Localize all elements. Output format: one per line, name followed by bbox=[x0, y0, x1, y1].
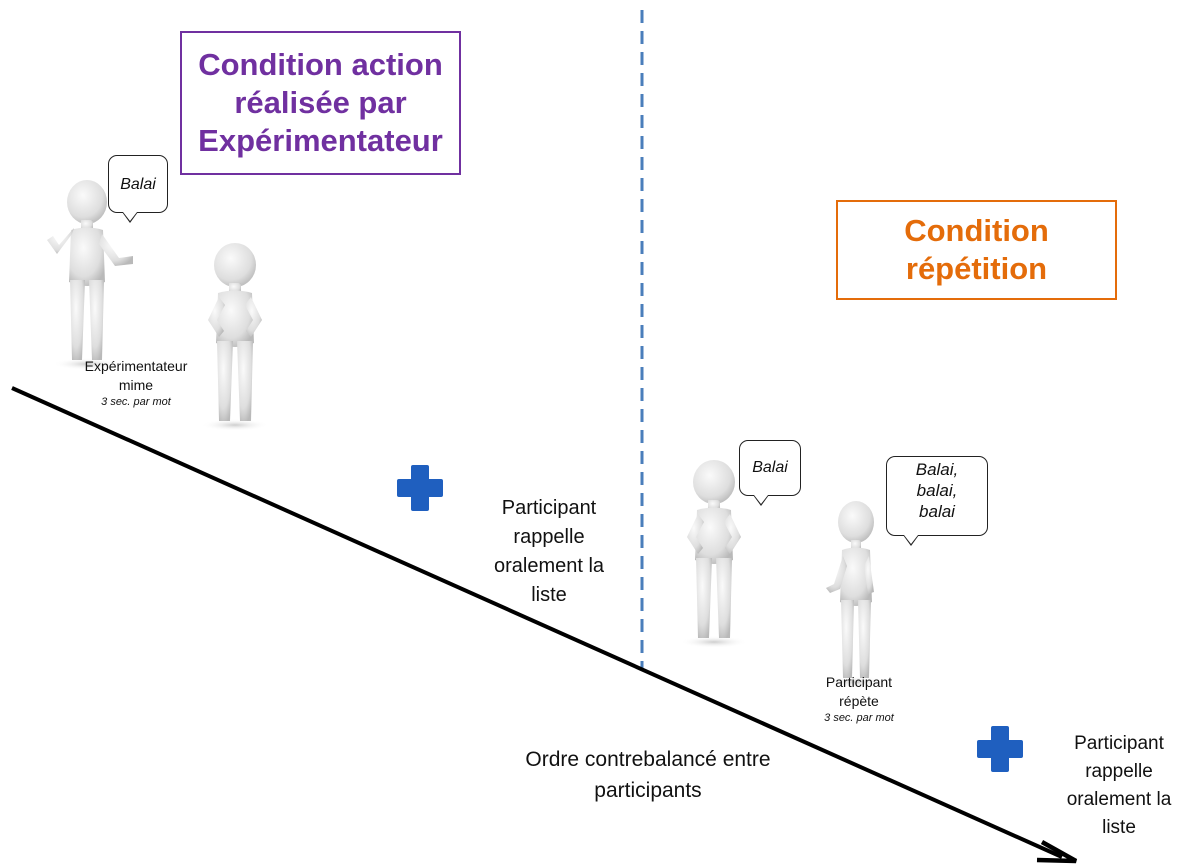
plus-icon bbox=[977, 726, 1023, 772]
experimenter-rate: 3 sec. par mot bbox=[101, 396, 171, 408]
recall-2-line-3: oralement la bbox=[1066, 789, 1172, 810]
recall-2-line-2: rappelle bbox=[1085, 761, 1153, 782]
condition-repetition-line-2: répétition bbox=[905, 251, 1048, 286]
recall-step-1: Participant rappelle oralement la liste bbox=[474, 494, 624, 610]
experimenter-caption: Expérimentateur mime 3 sec. par mot bbox=[56, 357, 216, 410]
recall-1-line-2: rappelle bbox=[513, 526, 585, 548]
plus-icon bbox=[397, 465, 443, 511]
speech-word: Balai bbox=[752, 459, 788, 476]
timeline-arrowhead bbox=[1036, 840, 1078, 864]
condition-repetition-line-1: Condition bbox=[904, 213, 1049, 248]
counterbalance-note: Ordre contrebalancé entre participants bbox=[468, 744, 828, 806]
recall-1-line-3: oralement la bbox=[493, 555, 605, 577]
counterbalance-line-1: Ordre contrebalancé entre bbox=[525, 748, 771, 771]
participant-rate: 3 sec. par mot bbox=[824, 712, 894, 724]
participant-caption: Participant répète 3 sec. par mot bbox=[793, 673, 925, 726]
speech-word: Balai bbox=[120, 176, 156, 193]
recall-1-line-1: Participant bbox=[501, 497, 597, 519]
timeline-arrow-line bbox=[11, 386, 1063, 859]
speech-word-2: balai, bbox=[916, 481, 958, 500]
participant-figure-icon-2 bbox=[680, 460, 748, 648]
participant-figure-icon-3 bbox=[826, 501, 886, 688]
speech-word-3: balai bbox=[919, 502, 955, 521]
experimenter-speech-bubble: Balai bbox=[108, 155, 168, 223]
condition-repetition-box: Condition répétition bbox=[836, 200, 1117, 300]
experimenter-caption-line-2: mime bbox=[118, 377, 154, 393]
counterbalance-line-2: participants bbox=[594, 779, 702, 802]
condition-action-box: Condition action réalisée par Expériment… bbox=[180, 31, 461, 175]
participant-caption-line-2: répète bbox=[839, 693, 879, 709]
speech-word-1: Balai, bbox=[915, 460, 959, 479]
recall-1-line-4: liste bbox=[531, 584, 567, 606]
recall-2-line-1: Participant bbox=[1074, 733, 1164, 754]
condition-action-line-2: réalisée par bbox=[234, 85, 407, 120]
participant-speech-bubble: Balai, balai, balai bbox=[886, 456, 988, 546]
condition-action-line-1: Condition action bbox=[198, 47, 443, 82]
recall-step-2: Participant rappelle oralement la liste bbox=[1044, 730, 1191, 842]
experimenter-speech-bubble-2: Balai bbox=[739, 440, 801, 506]
recall-2-line-4: liste bbox=[1102, 817, 1136, 838]
condition-action-line-3: Expérimentateur bbox=[198, 123, 443, 158]
participant-caption-line-1: Participant bbox=[825, 674, 893, 690]
experimenter-caption-line-1: Expérimentateur bbox=[84, 358, 188, 374]
